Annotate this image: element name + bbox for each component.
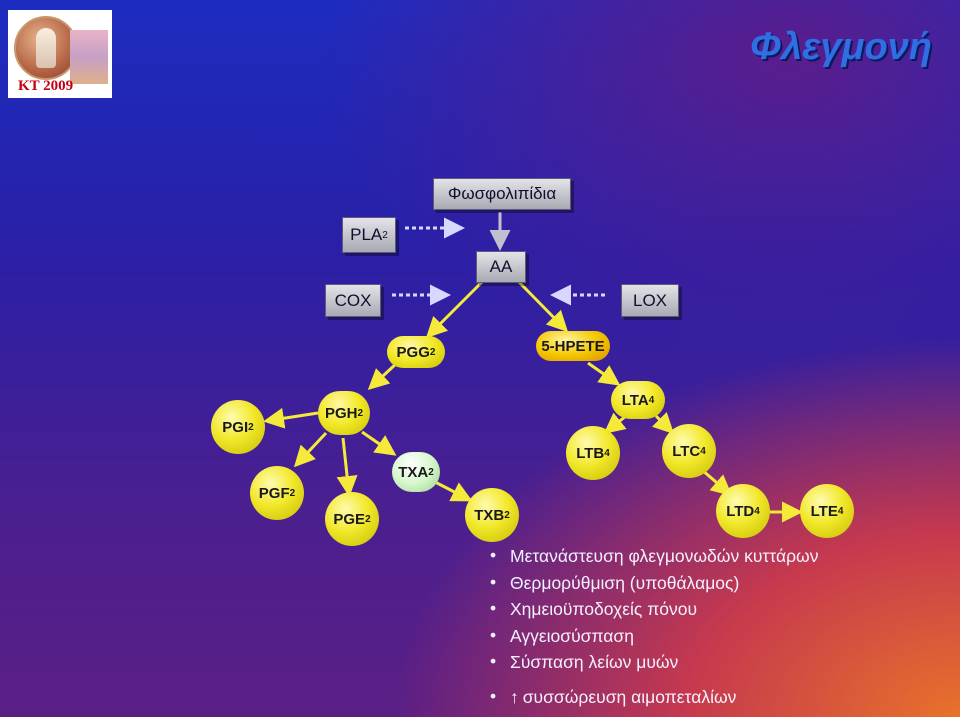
node-aa: AA: [476, 251, 526, 283]
arrow-txa2-txb2: [435, 482, 470, 500]
list-item-text: συσσώρευση αιμοπεταλίων: [523, 687, 737, 707]
node-cox: COX: [325, 284, 381, 317]
arrow-aa-hpete: [518, 281, 566, 330]
arrow-lta4-ltb4: [606, 416, 626, 432]
arrow-lta4-ltc4: [656, 416, 672, 432]
list-item: Μετανάστευση φλεγμονωδών κυττάρων: [490, 546, 818, 573]
list-item-aggregation: ↑συσσώρευση αιμοπεταλίων: [490, 687, 818, 714]
arrow-pgh2-pgf2: [296, 433, 326, 465]
effects-list: Μετανάστευση φλεγμονωδών κυττάρων Θερμορ…: [490, 546, 818, 713]
arrow-pgh2-pge2: [343, 438, 349, 494]
arrow-hpete-lta4: [588, 363, 618, 384]
node-5-hpete: 5-HPETE: [536, 331, 610, 361]
arrow-pgg2-pgh2: [370, 362, 398, 388]
up-arrow-icon: ↑: [510, 687, 519, 708]
list-item: Χημειοϋποδοχείς πόνου: [490, 599, 818, 626]
arrow-pgh2-txa2: [362, 432, 394, 454]
list-item: Θερμορύθμιση (υποθάλαμος): [490, 573, 818, 600]
node-phospholipids: Φωσφολιπίδια: [433, 178, 571, 210]
arrow-pgh2-pgi2: [266, 413, 318, 421]
list-item: Αγγειοσύσπαση: [490, 626, 818, 653]
arrow-aa-pgg2: [428, 281, 483, 336]
list-item: Σύσπαση λείων μυών: [490, 652, 818, 679]
node-lox: LOX: [621, 284, 679, 317]
